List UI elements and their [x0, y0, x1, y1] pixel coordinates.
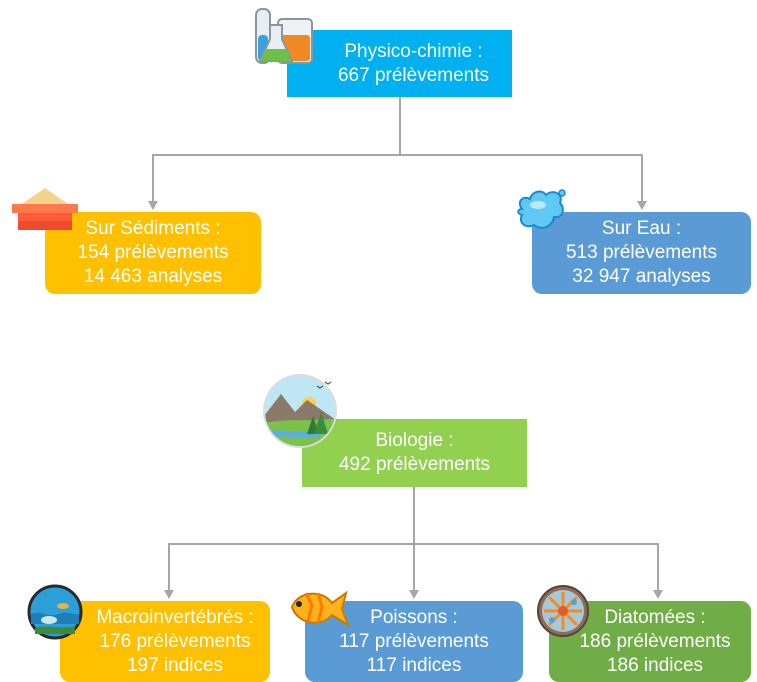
aquatic-invertebrates-icon	[27, 584, 83, 640]
sediments-analyses: 14 463 analyses	[83, 266, 223, 287]
arrow-sediments	[148, 201, 158, 210]
poissons-indices: 117 indices	[366, 654, 462, 676]
sediments-title: Sur Sédiments :	[85, 218, 221, 239]
connector-physico-stem	[399, 97, 401, 155]
connector-macro-drop	[168, 543, 170, 591]
water-splash-icon	[517, 189, 566, 229]
connector-sediments-drop	[152, 154, 154, 202]
sediment-layers-icon	[12, 188, 78, 230]
landscape-icon	[263, 374, 337, 448]
physico-chimie-title: Physico-chimie :	[344, 40, 483, 62]
connector-biologie-stem	[413, 487, 415, 544]
eau-analyses: 32 947 analyses	[572, 266, 711, 287]
connector-physico-bar	[152, 154, 643, 156]
eau-count: 513 prélèvements	[565, 242, 718, 263]
macroinvertebres-title: Macroinvertébrés :	[96, 606, 254, 628]
poissons-title: Poissons :	[370, 606, 458, 628]
connector-eau-drop	[641, 154, 643, 202]
sediments-box: Sur Sédiments : 154 prélèvements 14 463 …	[45, 212, 261, 294]
macroinvertebres-box: Macroinvertébrés : 176 prélèvements 197 …	[60, 601, 270, 682]
arrow-poissons	[409, 590, 419, 599]
poissons-box: Poissons : 117 prélèvements 117 indices	[305, 601, 523, 682]
eau-box: Sur Eau : 513 prélèvements 32 947 analys…	[532, 212, 751, 294]
connector-diatomees-drop	[657, 543, 659, 591]
biologie-title: Biologie :	[375, 430, 454, 451]
fish-icon	[290, 590, 350, 628]
eau-title: Sur Eau :	[601, 218, 682, 239]
lab-glassware-icon	[255, 8, 313, 64]
biologie-box: Biologie : 492 prélèvements	[302, 419, 527, 487]
connector-poissons-drop	[413, 543, 415, 591]
diatomees-count: 186 prélèvements	[579, 630, 731, 652]
arrow-macro	[164, 590, 174, 599]
biologie-count: 492 prélèvements	[338, 454, 491, 475]
macroinvertebres-count: 176 prélèvements	[99, 630, 251, 652]
diatom-icon	[537, 585, 589, 637]
arrow-eau	[637, 201, 647, 210]
physico-chimie-box: Physico-chimie : 667 prélèvements	[287, 30, 512, 97]
poissons-count: 117 prélèvements	[339, 630, 489, 652]
arrow-diatomees	[653, 590, 663, 599]
diatomees-indices: 186 indices	[606, 654, 704, 676]
physico-chimie-count: 667 prélèvements	[337, 64, 490, 86]
diatomees-title: Diatomées :	[604, 606, 706, 628]
macroinvertebres-indices: 197 indices	[126, 654, 224, 676]
sediments-count: 154 prélèvements	[77, 242, 229, 263]
